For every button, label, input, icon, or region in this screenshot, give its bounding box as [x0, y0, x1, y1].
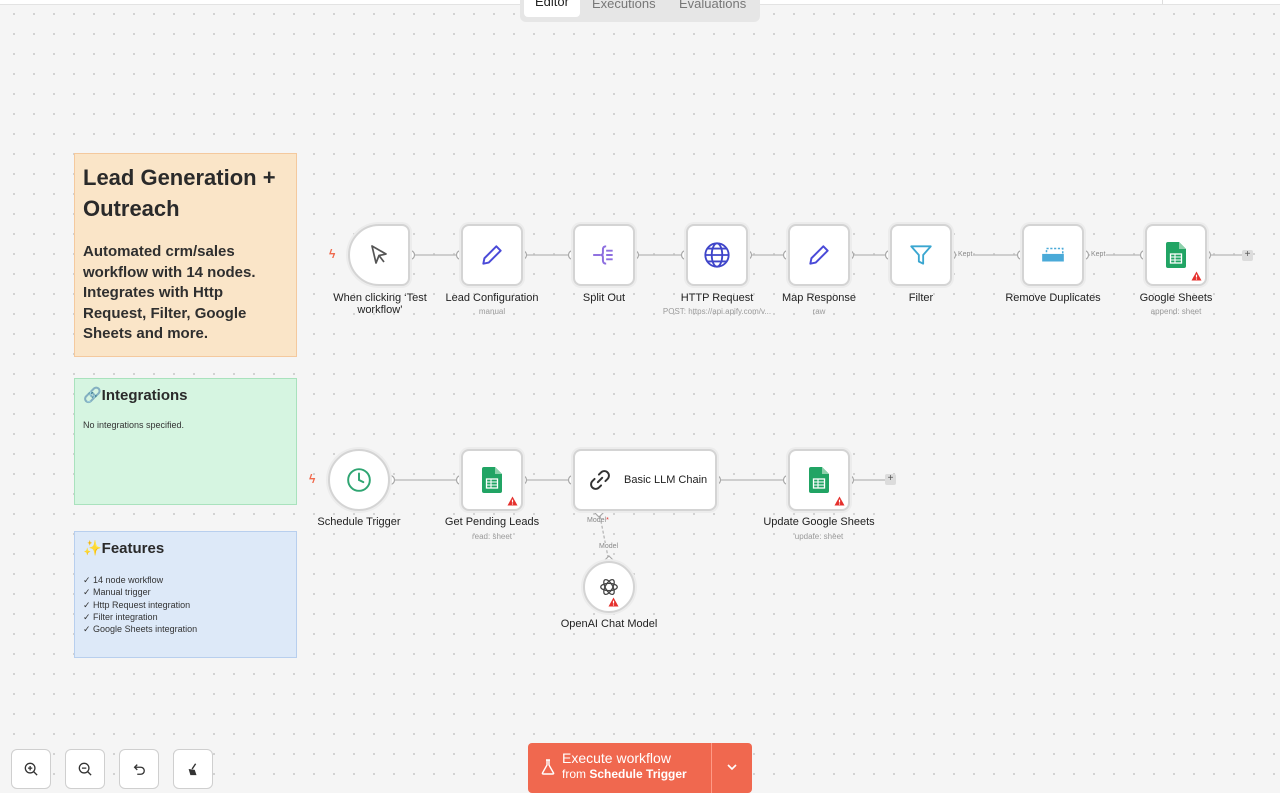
node-label: Filter [908, 292, 934, 304]
sheets-icon [809, 467, 829, 493]
list-item: ✓ Http Request integration [83, 599, 191, 610]
reset-zoom-button[interactable] [119, 749, 159, 789]
warning-icon [834, 496, 845, 506]
node-label: Lead Configuration [445, 292, 539, 304]
node-subtitle: manual [478, 307, 506, 316]
edge-label-kept: Kept [1090, 251, 1107, 258]
add-node-button[interactable]: + [885, 474, 896, 485]
view-tabs: Editor Executions Evaluations [520, 0, 760, 22]
tidy-up-button[interactable] [173, 749, 213, 789]
node-openai-chat-model[interactable] [583, 561, 635, 613]
execute-workflow-button[interactable]: Execute workflow from Schedule Trigger [528, 743, 752, 793]
pencil-icon [482, 245, 502, 265]
sheets-icon [1166, 242, 1186, 268]
trigger-bolt-icon: ϟ [329, 247, 336, 261]
openai-icon [600, 578, 618, 596]
node-label: OpenAI Chat Model [560, 618, 658, 630]
features-list: ✓ 14 node workflow ✓ Manual trigger ✓ Ht… [83, 574, 288, 635]
sticky-title: ✨Features [83, 540, 165, 557]
node-label: Basic LLM Chain [624, 474, 708, 486]
warning-icon [507, 496, 518, 506]
dedupe-icon [1042, 247, 1064, 262]
sticky-description: Automated crm/sales workflow with 14 nod… [83, 243, 256, 342]
sticky-note-features[interactable]: ✨Features ✓ 14 node workflow ✓ Manual tr… [74, 531, 297, 658]
node-label: HTTP Request [680, 292, 754, 304]
node-subtitle: append: sheet [1150, 307, 1202, 316]
sticky-title: Lead Generation + Outreach [83, 165, 276, 221]
node-label: Get Pending Leads [444, 516, 540, 528]
zoom-out-icon [78, 762, 92, 776]
node-subtitle: update: sheet [794, 532, 844, 541]
zoom-in-icon [24, 762, 38, 776]
node-basic-llm-chain[interactable]: Basic LLM Chain [573, 449, 717, 511]
tab-editor[interactable]: Editor [524, 0, 580, 17]
zoom-out-button[interactable] [65, 749, 105, 789]
clock-icon [347, 468, 371, 492]
model-port-label: Model* [587, 517, 609, 524]
warning-icon [608, 597, 619, 607]
trigger-bolt-icon: ϟ [309, 472, 316, 486]
node-manual-trigger[interactable] [348, 224, 410, 286]
node-remove-duplicates[interactable] [1022, 224, 1084, 286]
node-schedule-trigger[interactable] [328, 449, 390, 511]
link-icon [590, 470, 610, 490]
node-update-google-sheets[interactable] [788, 449, 850, 511]
top-bar-divider [1162, 0, 1163, 4]
split-icon [593, 245, 613, 265]
cursor-icon [371, 245, 387, 264]
list-item: ✓ 14 node workflow [83, 575, 164, 585]
node-http-request[interactable] [686, 224, 748, 286]
chevron-down-icon[interactable] [726, 763, 738, 771]
flask-icon [541, 759, 555, 775]
node-label: Remove Duplicates [1005, 292, 1101, 304]
node-label: Split Out [582, 292, 626, 304]
sticky-title: 🔗Integrations [83, 387, 188, 404]
node-label: Map Response [782, 292, 856, 304]
tab-evaluations[interactable]: Evaluations [679, 0, 747, 11]
node-filter[interactable] [890, 224, 952, 286]
node-label: Google Sheets [1139, 292, 1213, 304]
execute-label: Execute workflow [562, 750, 671, 766]
undo-icon [133, 764, 145, 775]
execute-from-label: from Schedule Trigger [562, 767, 687, 781]
edge-label-kept: Kept [957, 251, 974, 258]
globe-icon [704, 242, 730, 268]
sticky-note-overview[interactable]: Lead Generation + Outreach Automated crm… [74, 153, 297, 357]
tab-executions[interactable]: Executions [592, 0, 656, 11]
node-lead-configuration[interactable] [461, 224, 523, 286]
sheets-icon [482, 467, 502, 493]
add-node-button[interactable]: + [1242, 250, 1253, 261]
zoom-in-button[interactable] [11, 749, 51, 789]
button-divider [711, 743, 712, 793]
warning-icon [1191, 271, 1202, 281]
node-split-out[interactable] [573, 224, 635, 286]
pencil-icon [809, 245, 829, 265]
list-item: ✓ Filter integration [83, 611, 158, 622]
node-label: When clicking ‘Test workflow’ [333, 292, 427, 316]
sticky-note-integrations[interactable]: 🔗Integrations No integrations specified. [74, 378, 297, 505]
node-label: Schedule Trigger [317, 516, 401, 528]
funnel-icon [910, 245, 932, 265]
node-subtitle: raw [812, 307, 826, 316]
node-map-response[interactable] [788, 224, 850, 286]
list-item: ✓ Manual trigger [83, 587, 151, 598]
list-item: ✓ Google Sheets integration [83, 624, 198, 635]
node-subtitle: read: sheet [471, 532, 513, 541]
sticky-text: No integrations specified. [83, 420, 185, 430]
broom-icon [188, 763, 197, 776]
edge-label-model: Model [598, 543, 620, 550]
node-get-pending-leads[interactable] [461, 449, 523, 511]
node-label: Update Google Sheets [763, 516, 875, 528]
node-google-sheets[interactable] [1145, 224, 1207, 286]
